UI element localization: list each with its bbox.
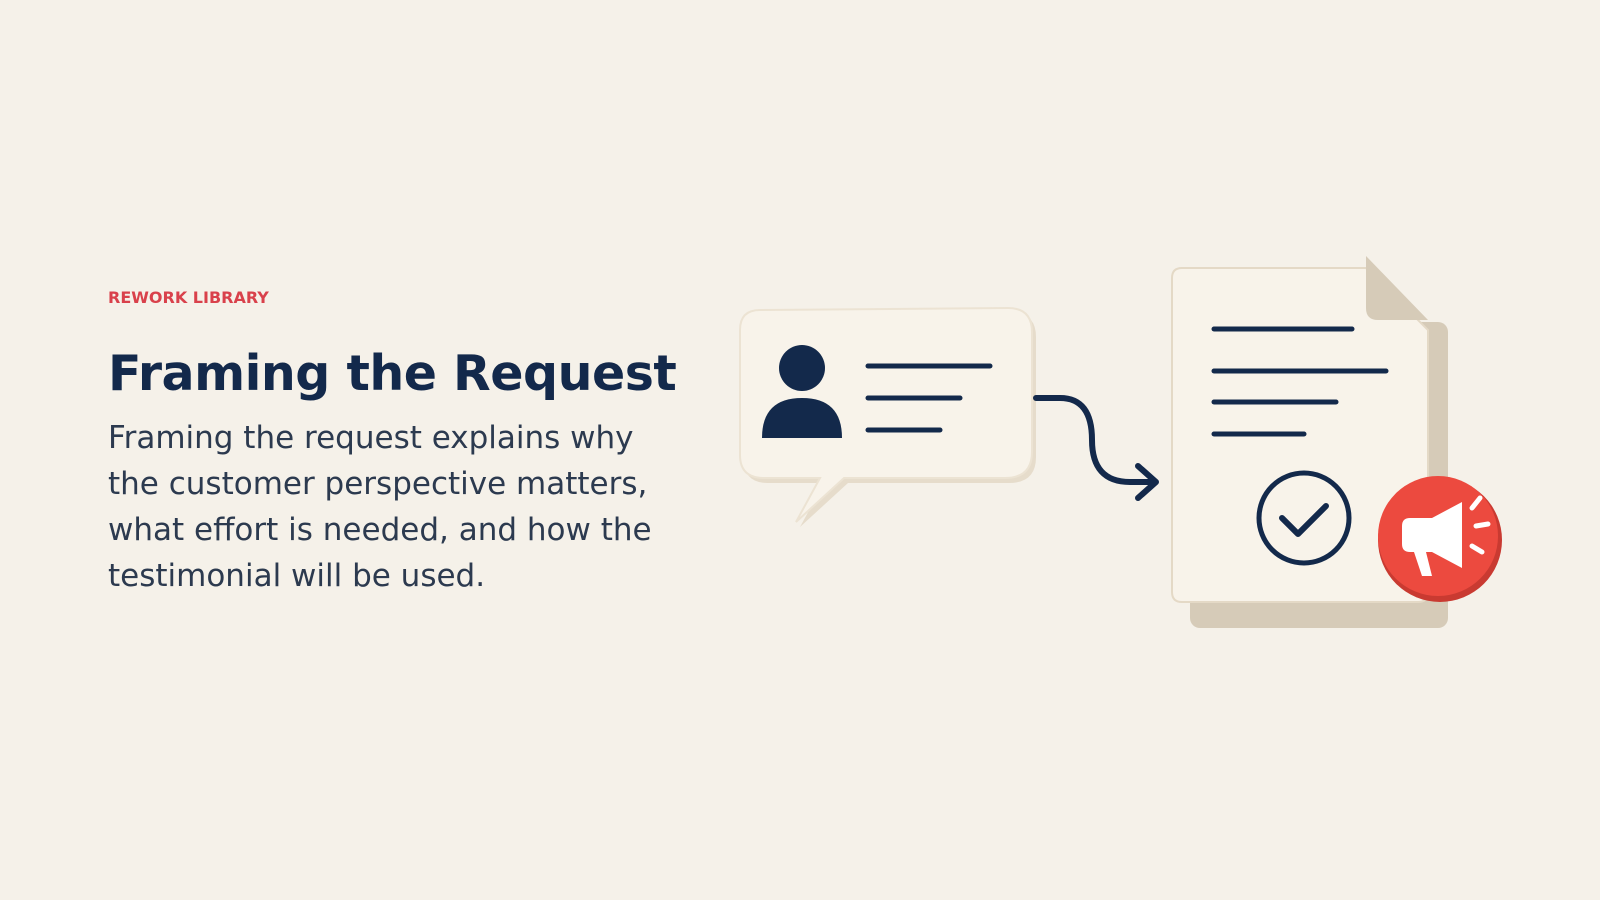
description-text: Framing the request explains why the cus… <box>108 419 652 594</box>
text-block: REWORK LIBRARY Framing the Request Frami… <box>108 288 688 599</box>
page-title: Framing the Request <box>108 345 677 402</box>
person-icon <box>762 345 842 438</box>
curved-arrow-icon <box>1033 395 1159 501</box>
check-circle-icon <box>1256 470 1352 566</box>
illustration <box>739 256 1502 628</box>
bubble-text-lines <box>865 363 993 433</box>
megaphone-icon <box>1378 476 1502 602</box>
eyebrow-label: REWORK LIBRARY <box>108 288 269 307</box>
